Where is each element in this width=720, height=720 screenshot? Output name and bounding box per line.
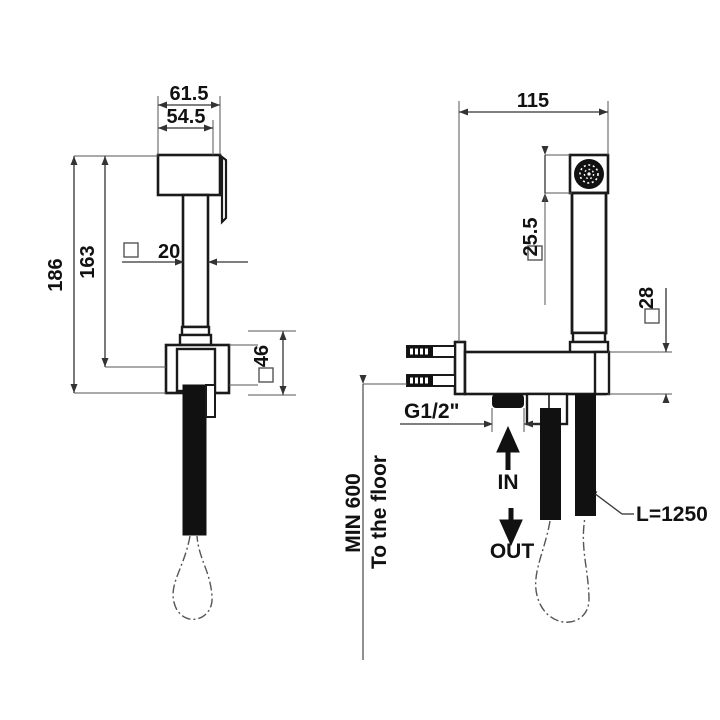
right-hose-right xyxy=(575,394,596,516)
label-thread-size: G1/2" xyxy=(404,400,459,423)
dim-left-bracket-height: 46 xyxy=(251,345,273,367)
dim-right-head-square: 25.5 xyxy=(520,218,542,257)
dim-left-width-overall: 61.5 xyxy=(170,83,209,105)
left-spray-head-body xyxy=(156,153,222,197)
right-valve-body xyxy=(463,350,607,396)
square-symbol-icon xyxy=(258,367,274,383)
inlet-arrow-icon xyxy=(496,425,520,470)
dim-right-outlet-square: 28 xyxy=(636,287,658,309)
dim-right-width-overall: 115 xyxy=(517,90,549,112)
label-floor-min: MIN 600 xyxy=(342,473,365,552)
left-collar-lower xyxy=(178,333,213,347)
left-collar-upper xyxy=(180,325,211,337)
label-hose-length: L=1250 xyxy=(636,503,708,526)
dim-left-height-overall: 186 xyxy=(45,258,67,291)
spray-holes-ring-inner-icon xyxy=(583,168,595,180)
left-view-geometry xyxy=(156,153,231,620)
square-symbol-icon xyxy=(123,242,139,258)
right-view-dimensions xyxy=(359,101,672,660)
left-hose-extension-loop xyxy=(172,535,213,620)
right-outlet-riser xyxy=(593,350,611,396)
spray-holes-ring-outer-icon xyxy=(579,164,599,184)
outlet-arrow-icon xyxy=(499,508,523,547)
left-hose xyxy=(182,384,207,536)
right-handle-body xyxy=(570,191,608,335)
right-collar-upper xyxy=(571,331,607,344)
dim-left-height-handle: 163 xyxy=(77,245,99,278)
square-symbol-icon xyxy=(527,245,543,261)
left-view-dimensions xyxy=(70,96,296,396)
right-hose-left xyxy=(540,408,561,520)
left-lever xyxy=(220,154,228,225)
right-wall-anchors xyxy=(406,345,456,387)
right-inlet-stub xyxy=(492,394,524,408)
spray-center-icon xyxy=(587,172,591,176)
label-outlet: OUT xyxy=(490,540,535,563)
left-shaft xyxy=(181,193,210,329)
label-floor-reference: To the floor xyxy=(368,455,391,569)
right-hose-extension-loop xyxy=(535,516,590,623)
right-wall-plate xyxy=(453,340,467,396)
right-view-geometry xyxy=(406,153,611,623)
square-symbol-icon xyxy=(644,308,660,324)
dim-left-shaft-square: 20 xyxy=(158,241,180,263)
label-inlet: IN xyxy=(498,471,519,494)
left-hose-tab xyxy=(205,384,216,418)
dim-left-width-inner: 54.5 xyxy=(167,106,206,128)
